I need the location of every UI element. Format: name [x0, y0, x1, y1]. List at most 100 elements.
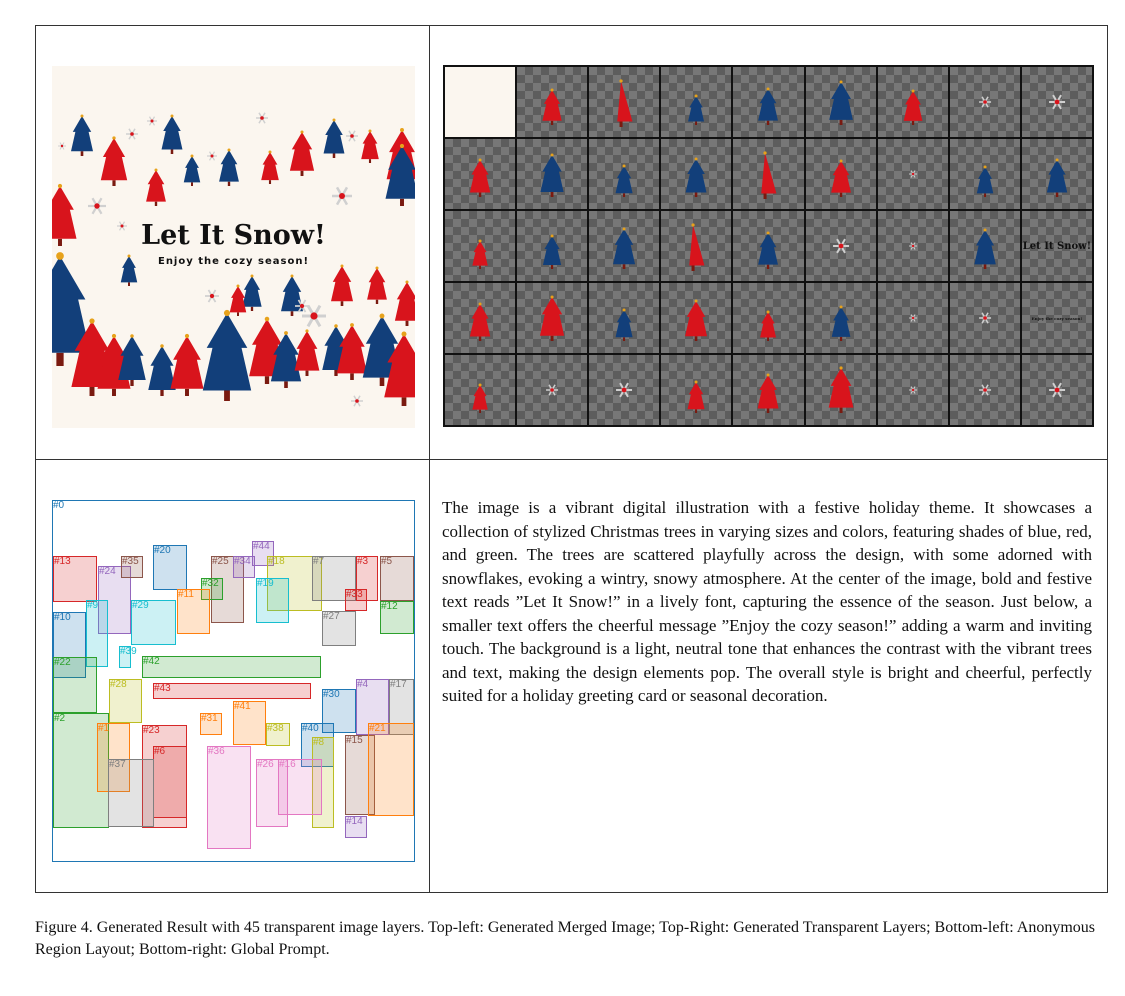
region-label: #4 — [357, 679, 369, 690]
layout-region: #5 — [380, 556, 414, 601]
region-label: #38 — [267, 723, 284, 734]
layout-region: #1 — [97, 723, 130, 792]
region-label: #29 — [132, 600, 149, 611]
layout-region: #2 — [53, 713, 109, 828]
layers-cell: Let It Snow! Enjoy the cozy season! — [430, 26, 1107, 460]
layout-region: #4 — [356, 679, 389, 735]
red-tree-icon — [685, 299, 708, 341]
layer-tile-red-tree — [805, 355, 876, 425]
layout-region: #28 — [109, 679, 142, 723]
layer-tile-snowflake — [877, 355, 948, 425]
layer-tile-blue-tree — [733, 67, 804, 137]
layout-region: #14 — [345, 816, 367, 838]
blue-tree-icon — [613, 227, 636, 269]
layout-region: #25 — [211, 556, 244, 623]
layer-tile-snowflake — [805, 211, 876, 281]
layout-region: #7 — [312, 556, 356, 601]
region-label: #26 — [257, 759, 274, 770]
blue-tree-icon — [688, 94, 705, 125]
layer-tile-blue-tree — [805, 67, 876, 137]
snowflake-icon — [908, 386, 917, 394]
snowflake-icon — [978, 384, 991, 396]
snowflake-icon — [908, 242, 917, 250]
red-tree-icon — [758, 373, 779, 413]
region-label: #22 — [54, 657, 71, 668]
region-label: #14 — [346, 816, 363, 827]
region-label: #40 — [302, 723, 319, 734]
layer-tile-blue-tree — [661, 67, 732, 137]
red-tree-icon — [472, 383, 488, 413]
region-label: #37 — [109, 759, 126, 770]
layer-tile-snowflake — [949, 355, 1020, 425]
layout-region: #9 — [86, 600, 108, 667]
layer-tile-snowflake — [1021, 67, 1092, 137]
region-label: #18 — [268, 556, 285, 567]
figure-panel: Let It Snow! Enjoy the cozy season! Let … — [35, 25, 1108, 893]
layer-tile-blue-tree — [517, 139, 588, 209]
region-label: #39 — [120, 646, 137, 657]
region-label: #27 — [323, 611, 340, 622]
layer-subtitle-text: Enjoy the cozy season! — [1031, 315, 1083, 321]
layer-tile-red-tree — [661, 283, 732, 353]
blue-tree-icon — [685, 157, 707, 197]
snowflake-icon — [1048, 382, 1065, 398]
blue-tree-icon — [758, 231, 779, 269]
layer-tile-snowflake — [949, 283, 1020, 353]
layer-tile-bg — [445, 67, 516, 137]
blue-tree-icon — [615, 308, 633, 341]
red-tree-icon — [469, 158, 491, 197]
layer-tile-snowflake — [877, 139, 948, 209]
region-label: #19 — [257, 578, 274, 589]
merged-image-cell: Let It Snow! Enjoy the cozy season! — [36, 26, 430, 460]
region-label: #5 — [381, 556, 393, 567]
poster-title: Let It Snow! — [141, 220, 326, 251]
layer-tile-blue-tree — [589, 211, 660, 281]
region-label: #35 — [122, 556, 139, 567]
blue-tree-icon — [543, 234, 562, 269]
layout-region: #44 — [252, 541, 274, 566]
region-label: #1 — [98, 723, 110, 734]
global-prompt-text: The image is a vibrant digital illustrat… — [442, 498, 1092, 705]
region-label: #36 — [208, 746, 225, 757]
region-label: #41 — [234, 701, 251, 712]
layer-title-text: Let It Snow! — [1022, 240, 1092, 252]
layout-region: #31 — [200, 713, 222, 735]
transparent-layers-grid: Let It Snow! Enjoy the cozy season! — [443, 65, 1094, 427]
region-label: #21 — [369, 723, 386, 734]
layout-region: #13 — [53, 556, 97, 602]
snowflake-icon — [546, 384, 559, 396]
layout-region: #20 — [153, 545, 187, 590]
layer-tile-red-tree — [445, 211, 516, 281]
region-label: #34 — [234, 556, 251, 567]
layer-tile-blue-tree — [517, 211, 588, 281]
region-label: #24 — [99, 566, 116, 577]
red-tree-icon — [828, 366, 853, 413]
layout-region: #12 — [380, 601, 414, 634]
region-label: #16 — [279, 759, 296, 770]
region-label: #20 — [154, 545, 171, 556]
region-label: #42 — [143, 656, 160, 667]
layout-cell: #0#13#24#35#20#25#34#44#18#7#3#5#32#19#1… — [36, 460, 430, 892]
region-label: #3 — [357, 556, 369, 567]
region-label: #28 — [110, 679, 127, 690]
red-tree-icon — [687, 380, 705, 413]
layout-region: #22 — [53, 657, 97, 713]
blue-tree-icon — [1046, 158, 1068, 197]
layout-region: #29 — [131, 600, 176, 645]
snowflake-icon — [1048, 94, 1065, 110]
region-label: #43 — [154, 683, 171, 694]
figure-caption: Figure 4. Generated Result with 45 trans… — [35, 919, 1095, 958]
layer-tile-snowflake — [1021, 355, 1092, 425]
layer-tile-red-tree — [517, 283, 588, 353]
region-label: #32 — [202, 578, 219, 589]
layout-region: #37 — [108, 759, 154, 827]
region-label: #17 — [390, 679, 407, 690]
layout-region: #15 — [345, 735, 375, 815]
region-label: #23 — [143, 725, 160, 736]
region-label: #8 — [313, 737, 325, 748]
layout-region: #21 — [368, 723, 414, 816]
layout-region: #43 — [153, 683, 311, 699]
layer-tile-red-tree — [877, 67, 948, 137]
layer-tile-snowflake — [877, 211, 948, 281]
layer-tile-red-tree — [445, 139, 516, 209]
